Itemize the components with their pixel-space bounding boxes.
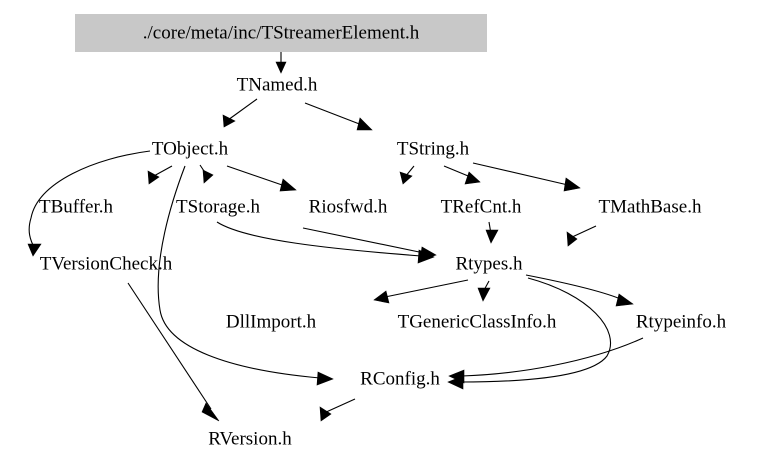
root-node-box xyxy=(75,14,487,52)
edge-trefcnt-to-rtypes xyxy=(485,221,499,244)
node-rconfig[interactable]: RConfig.h xyxy=(360,368,440,389)
edge-tversioncheck-to-rversion xyxy=(127,282,220,422)
node-tgenericclassinfo[interactable]: TGenericClassInfo.h xyxy=(398,311,557,332)
edge-tmathbase-to-rtypes xyxy=(566,225,597,247)
edge-layer xyxy=(27,52,644,422)
node-rtypes[interactable]: Rtypes.h xyxy=(455,253,523,274)
node-tstring[interactable]: TString.h xyxy=(397,138,470,159)
node-tversioncheck[interactable]: TVersionCheck.h xyxy=(40,253,173,274)
node-trefcnt[interactable]: TRefCnt.h xyxy=(441,196,522,217)
edge-tstorage-to-rtypes xyxy=(216,221,435,264)
node-tnamed[interactable]: TNamed.h xyxy=(237,74,318,95)
edge-tstring-to-trefcnt xyxy=(443,165,481,185)
node-dllimport[interactable]: DllImport.h xyxy=(226,311,317,332)
node-layer: ./core/meta/inc/TStreamerElement.h TName… xyxy=(39,22,727,449)
edge-tstring-to-tmathbase xyxy=(472,162,581,192)
edge-tobject-to-riosfwd xyxy=(226,165,297,192)
edge-tnamed-to-tstring xyxy=(304,102,373,131)
edge-tstring-to-riosfwd xyxy=(399,165,415,185)
edge-tobject-to-tbuffer xyxy=(147,165,173,185)
node-tobject[interactable]: TObject.h xyxy=(152,138,229,159)
node-root[interactable]: ./core/meta/inc/TStreamerElement.h xyxy=(143,22,420,43)
node-riosfwd[interactable]: Riosfwd.h xyxy=(309,196,388,217)
edge-riosfwd-to-rtypes xyxy=(302,227,437,261)
edge-rtypes-to-rconfig xyxy=(447,277,612,390)
node-tbuffer[interactable]: TBuffer.h xyxy=(39,196,114,217)
edge-tobject-to-tstorage xyxy=(199,164,214,184)
edge-tobject-to-tversioncheck xyxy=(27,150,151,257)
edge-tobject-to-rconfig xyxy=(157,165,334,386)
edge-rtypes-to-rtypeinfo xyxy=(525,274,634,307)
node-tstorage[interactable]: TStorage.h xyxy=(176,196,260,217)
edge-rconfig-to-rversion xyxy=(319,398,356,422)
node-tmathbase[interactable]: TMathBase.h xyxy=(599,196,702,217)
node-rtypeinfo[interactable]: Rtypeinfo.h xyxy=(636,311,727,332)
edge-rtypes-to-dllimport xyxy=(373,279,469,304)
edge-rtypeinfo-to-rconfig xyxy=(448,337,644,384)
edge-root-to-tnamed xyxy=(275,52,287,74)
edge-rtypes-to-tgenericclassinfo xyxy=(477,280,491,302)
node-rversion[interactable]: RVersion.h xyxy=(208,428,292,449)
edge-tnamed-to-tobject xyxy=(222,98,258,128)
